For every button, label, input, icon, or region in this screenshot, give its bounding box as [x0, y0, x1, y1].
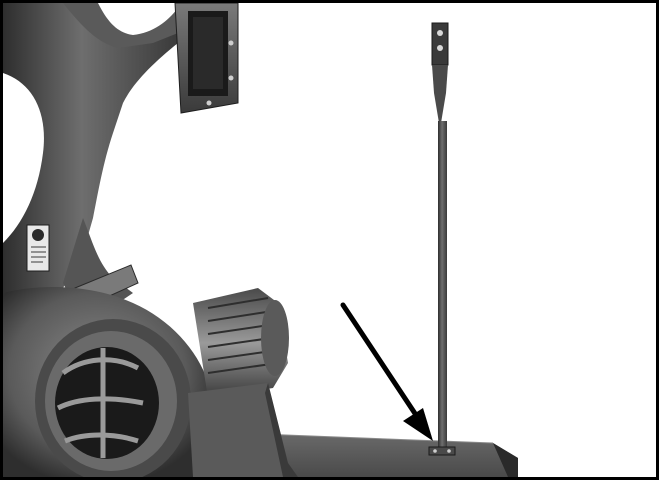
warning-label — [26, 224, 50, 272]
blower-housing — [3, 287, 214, 477]
annotation-arrow — [340, 302, 433, 441]
intake-duct — [174, 3, 239, 114]
motor — [193, 288, 289, 398]
blower-base — [188, 383, 298, 477]
dust-collector-photo — [3, 3, 518, 477]
stand-pole — [428, 22, 456, 456]
inlet-grille — [56, 348, 144, 458]
